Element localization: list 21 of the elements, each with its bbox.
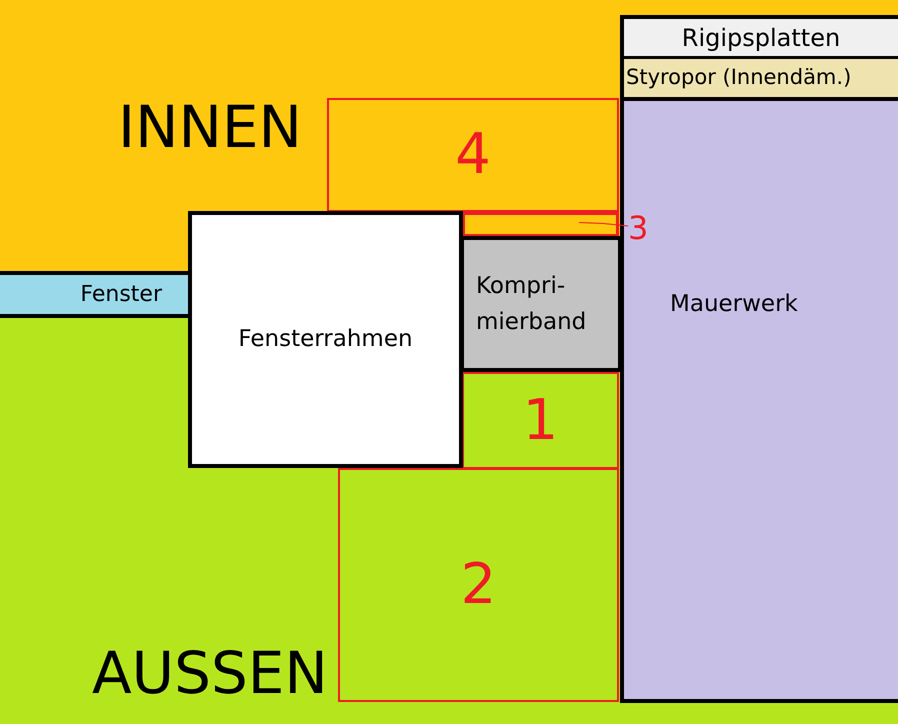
wall-box bbox=[620, 97, 898, 703]
layer-box bbox=[620, 15, 898, 58]
label-text: INNEN bbox=[118, 92, 302, 163]
label-text: 3 bbox=[628, 212, 648, 244]
frame-box bbox=[188, 211, 463, 468]
zone-box bbox=[338, 468, 619, 702]
label-text: Styropor (Innendäm.) bbox=[625, 64, 852, 92]
label-text: Fensterrahmen bbox=[238, 325, 413, 354]
label-text: 1 bbox=[522, 386, 558, 454]
tape-box bbox=[460, 236, 622, 372]
label-text: Kompri- mierband bbox=[476, 272, 588, 337]
label-text: Rigipsplatten bbox=[682, 22, 840, 54]
label-text: Fenster bbox=[80, 281, 162, 309]
label-text: Mauerwerk bbox=[670, 290, 798, 319]
zone-box bbox=[462, 372, 619, 469]
label-text: AUSSEN bbox=[92, 638, 328, 709]
label-text: 2 bbox=[460, 551, 496, 619]
layer-box bbox=[620, 57, 898, 99]
label-text: 4 bbox=[455, 121, 491, 189]
zone-box bbox=[327, 98, 619, 212]
leader-line bbox=[578, 222, 628, 226]
